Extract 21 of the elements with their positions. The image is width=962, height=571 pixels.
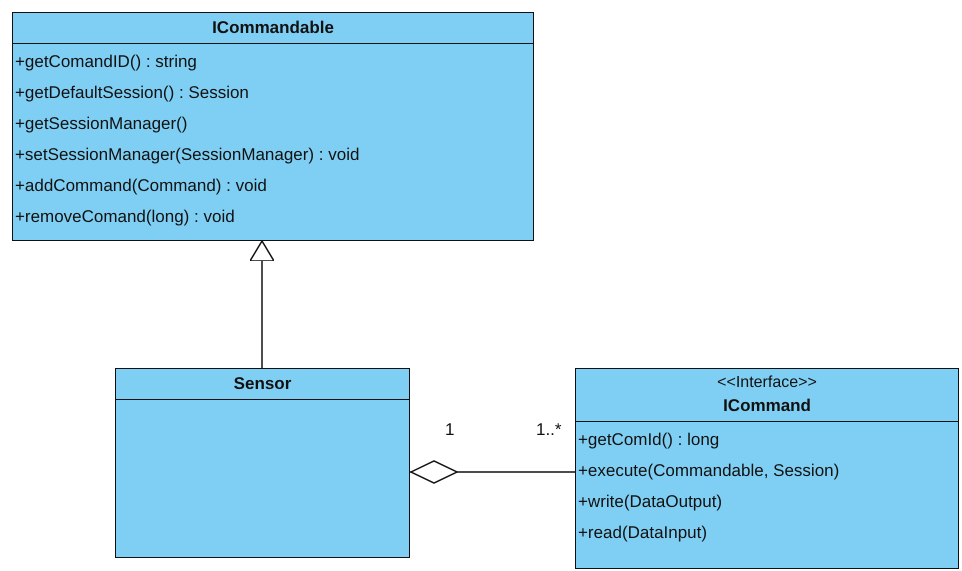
inheritance-arrow xyxy=(249,240,275,368)
class-name: ICommandable xyxy=(211,17,335,39)
method-signature: +getDefaultSession() : Session xyxy=(14,82,249,104)
class-box xyxy=(115,368,410,558)
class-name: ICommand xyxy=(722,395,812,417)
method-signature: +execute(Commandable, Session) xyxy=(577,460,840,482)
stereotype: <<Interface>> xyxy=(716,373,818,393)
method-signature: +getSessionManager() xyxy=(14,113,188,135)
method-signature: +getComId() : long xyxy=(577,429,720,451)
class-box xyxy=(12,12,534,241)
method-signature: +read(DataInput) xyxy=(577,522,707,544)
method-signature: +removeComand(long) : void xyxy=(14,206,235,228)
class-name: Sensor xyxy=(232,373,292,395)
class-box xyxy=(575,368,959,569)
method-signature: +addCommand(Command) : void xyxy=(14,175,267,197)
method-signature: +setSessionManager(SessionManager) : void xyxy=(14,144,360,166)
method-signature: +getComandID() : string xyxy=(14,51,197,73)
multiplicity-label: 1..* xyxy=(536,420,562,440)
multiplicity-label: 1 xyxy=(445,420,454,440)
aggregation-line xyxy=(410,460,575,484)
method-signature: +write(DataOutput) xyxy=(577,491,722,513)
